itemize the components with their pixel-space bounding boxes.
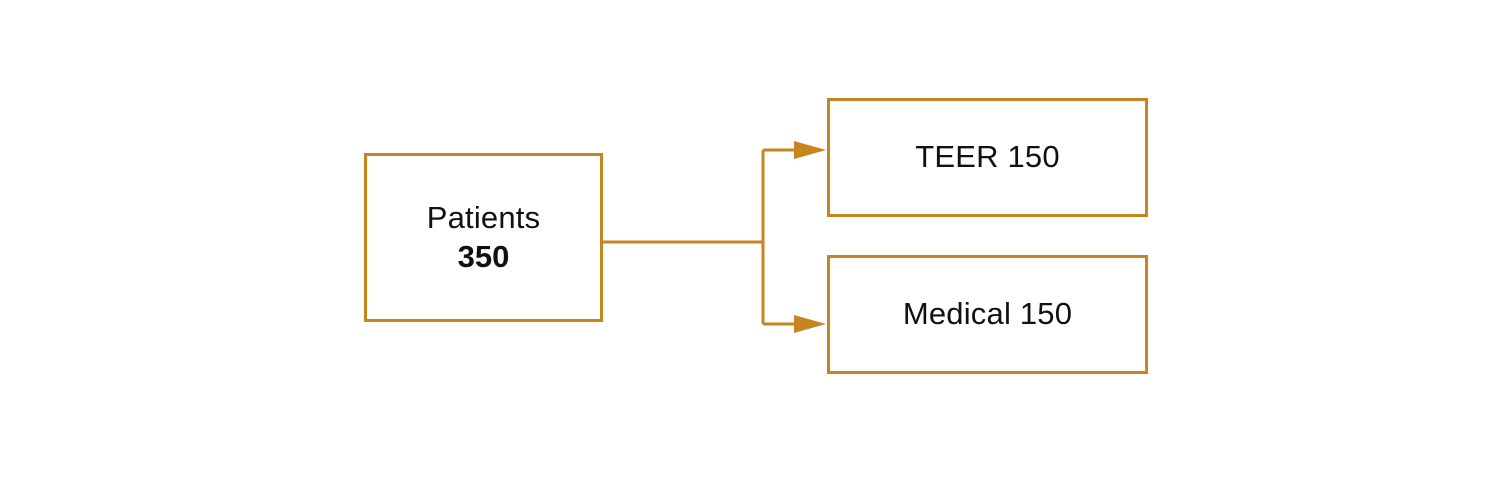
medical-node: Medical 150 — [827, 255, 1148, 374]
teer-node: TEER 150 — [827, 98, 1148, 217]
patients-label: Patients — [426, 199, 541, 235]
arrowhead-teer — [794, 141, 826, 159]
patients-count: 350 — [457, 238, 510, 274]
medical-label: Medical 150 — [902, 296, 1073, 332]
teer-label: TEER 150 — [915, 139, 1060, 175]
patients-node: Patients 350 — [364, 153, 603, 322]
arrowhead-medical — [794, 315, 826, 333]
